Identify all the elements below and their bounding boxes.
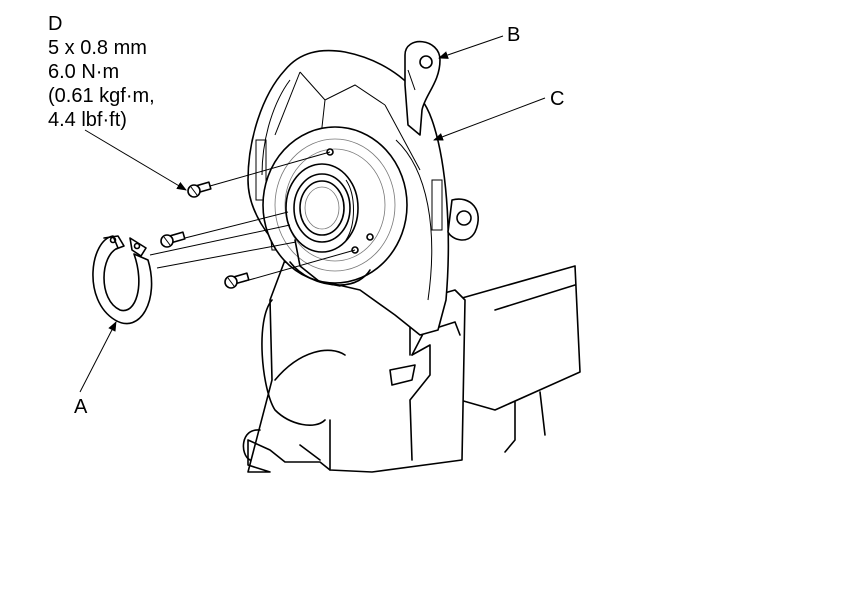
bolt-lower	[224, 272, 250, 289]
shield-bracket	[404, 40, 441, 136]
leader-b	[438, 35, 504, 59]
leader-d	[84, 129, 187, 191]
callout-d: D	[48, 13, 63, 35]
snap-ring	[92, 235, 153, 325]
callout-a: A	[74, 396, 88, 418]
knuckle-boss	[447, 198, 479, 241]
bolt-size: 5 x 0.8 mm	[48, 37, 147, 59]
bolt-spec: D 5 x 0.8 mm 6.0 N·m (0.61 kgf·m, 4.4 lb…	[48, 12, 155, 132]
callout-b: B	[507, 24, 521, 46]
torque-kgfm: (0.61 kgf·m,	[48, 85, 155, 107]
leader-a	[79, 321, 117, 393]
hub-bearing	[262, 126, 408, 287]
bolt-upper	[187, 181, 212, 198]
callout-c: C	[550, 88, 565, 110]
axle-shaft	[454, 265, 581, 453]
leader-c	[433, 97, 546, 141]
bolt-middle	[160, 231, 186, 248]
bolt-alignment-lines	[149, 151, 356, 283]
torque-nm: 6.0 N·m	[48, 61, 120, 83]
torque-lbfft: 4.4 lbf·ft)	[48, 109, 127, 131]
